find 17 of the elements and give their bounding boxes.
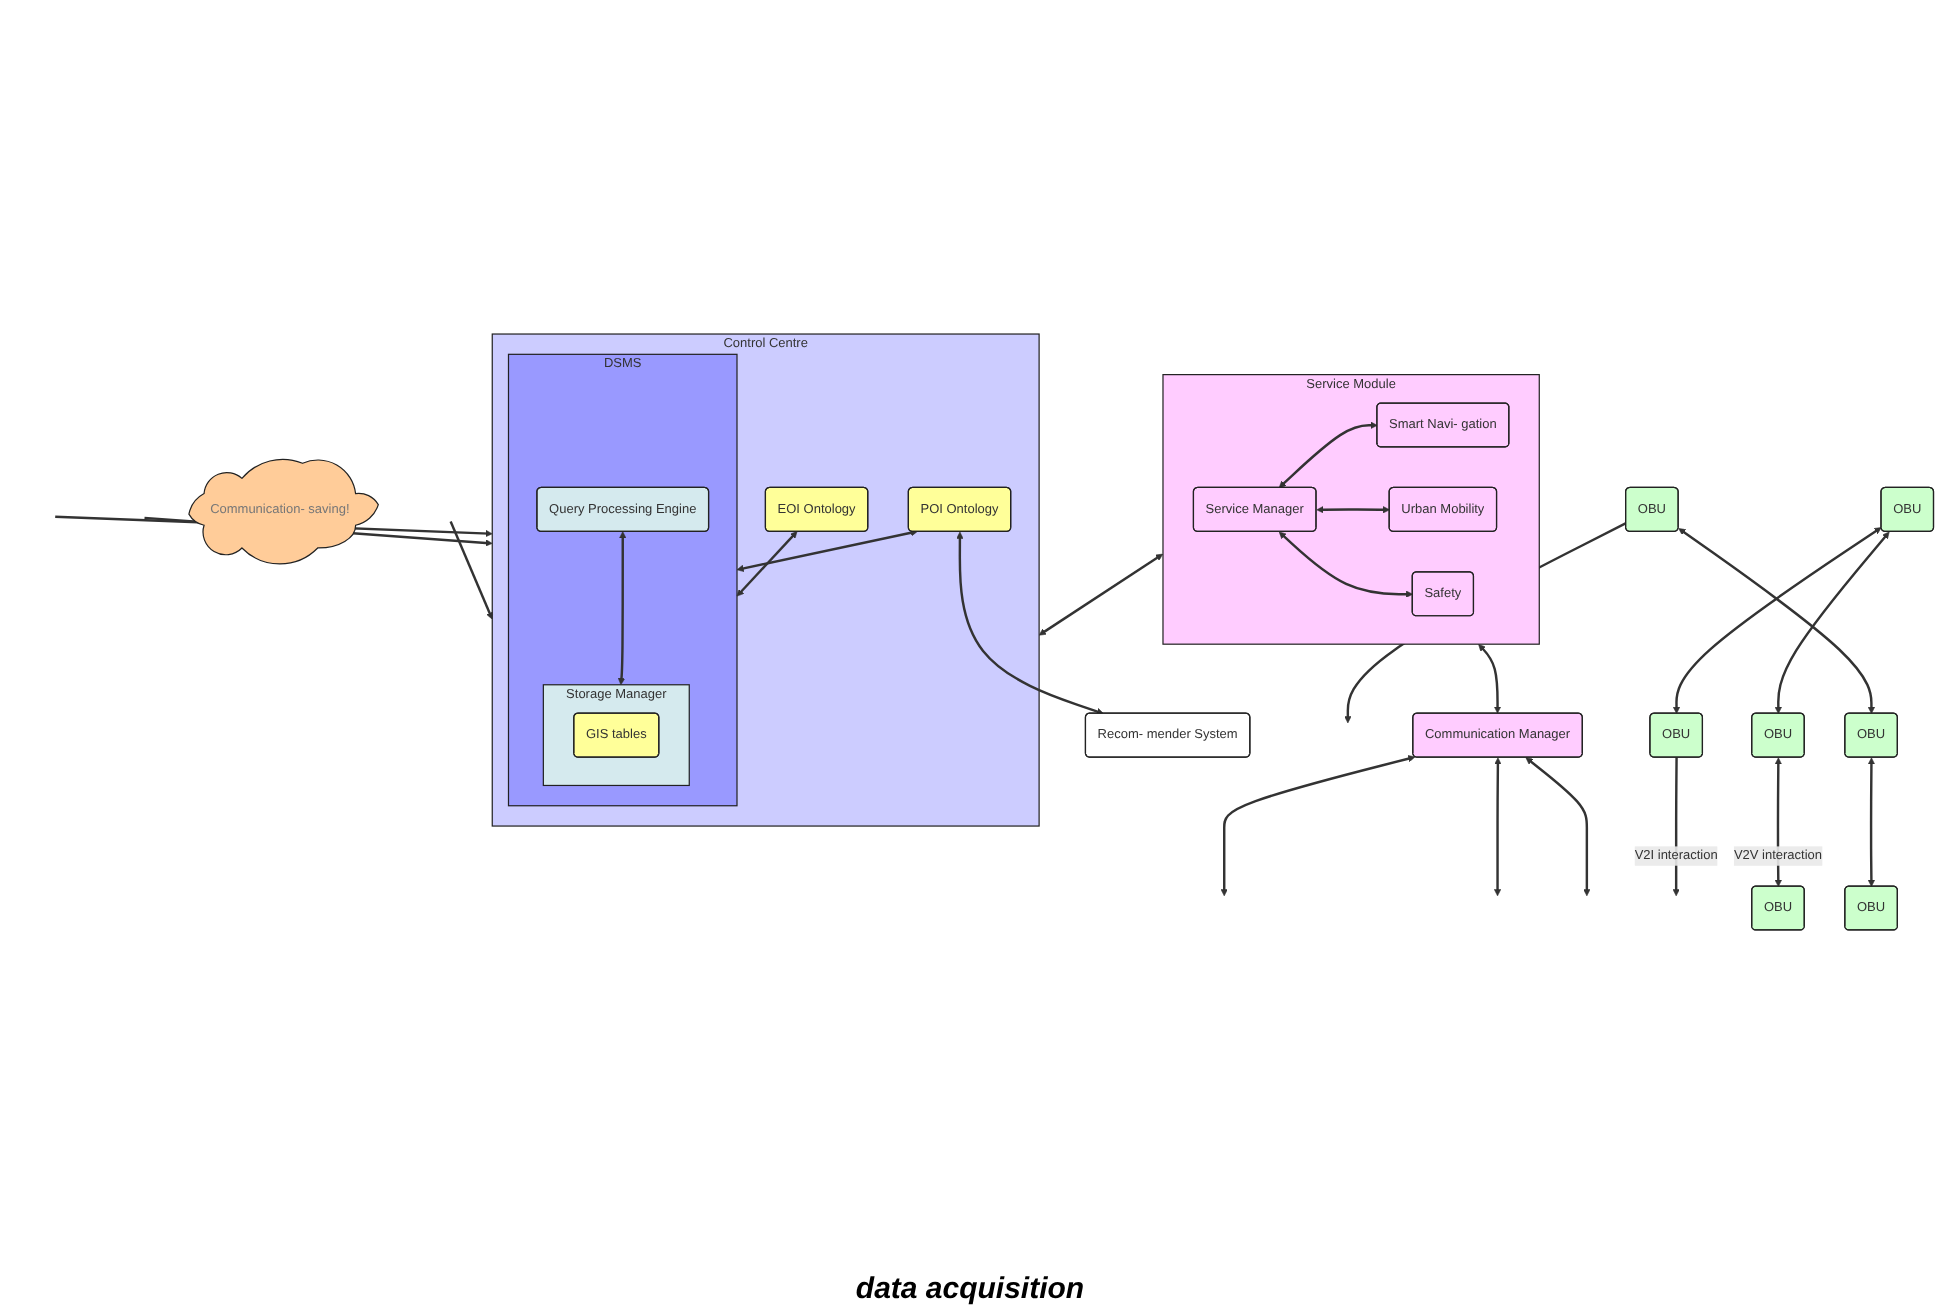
arrow bbox=[449, 521, 493, 620]
arrow bbox=[1316, 506, 1390, 514]
arrow bbox=[1278, 421, 1378, 488]
arrow bbox=[617, 531, 627, 686]
arrow bbox=[1220, 755, 1416, 897]
arrow bbox=[1672, 757, 1680, 897]
arrow bbox=[1493, 757, 1502, 897]
arrow bbox=[1038, 553, 1164, 636]
annotation-text: data acquisition bbox=[855, 1272, 1085, 1306]
arrow bbox=[1867, 757, 1875, 887]
arrow bbox=[1525, 757, 1591, 897]
arrow bbox=[1278, 531, 1413, 598]
arrow bbox=[736, 529, 918, 572]
arrow bbox=[1478, 644, 1502, 714]
arrow bbox=[736, 531, 798, 597]
arrow bbox=[956, 531, 1104, 715]
arrow bbox=[1774, 531, 1890, 714]
